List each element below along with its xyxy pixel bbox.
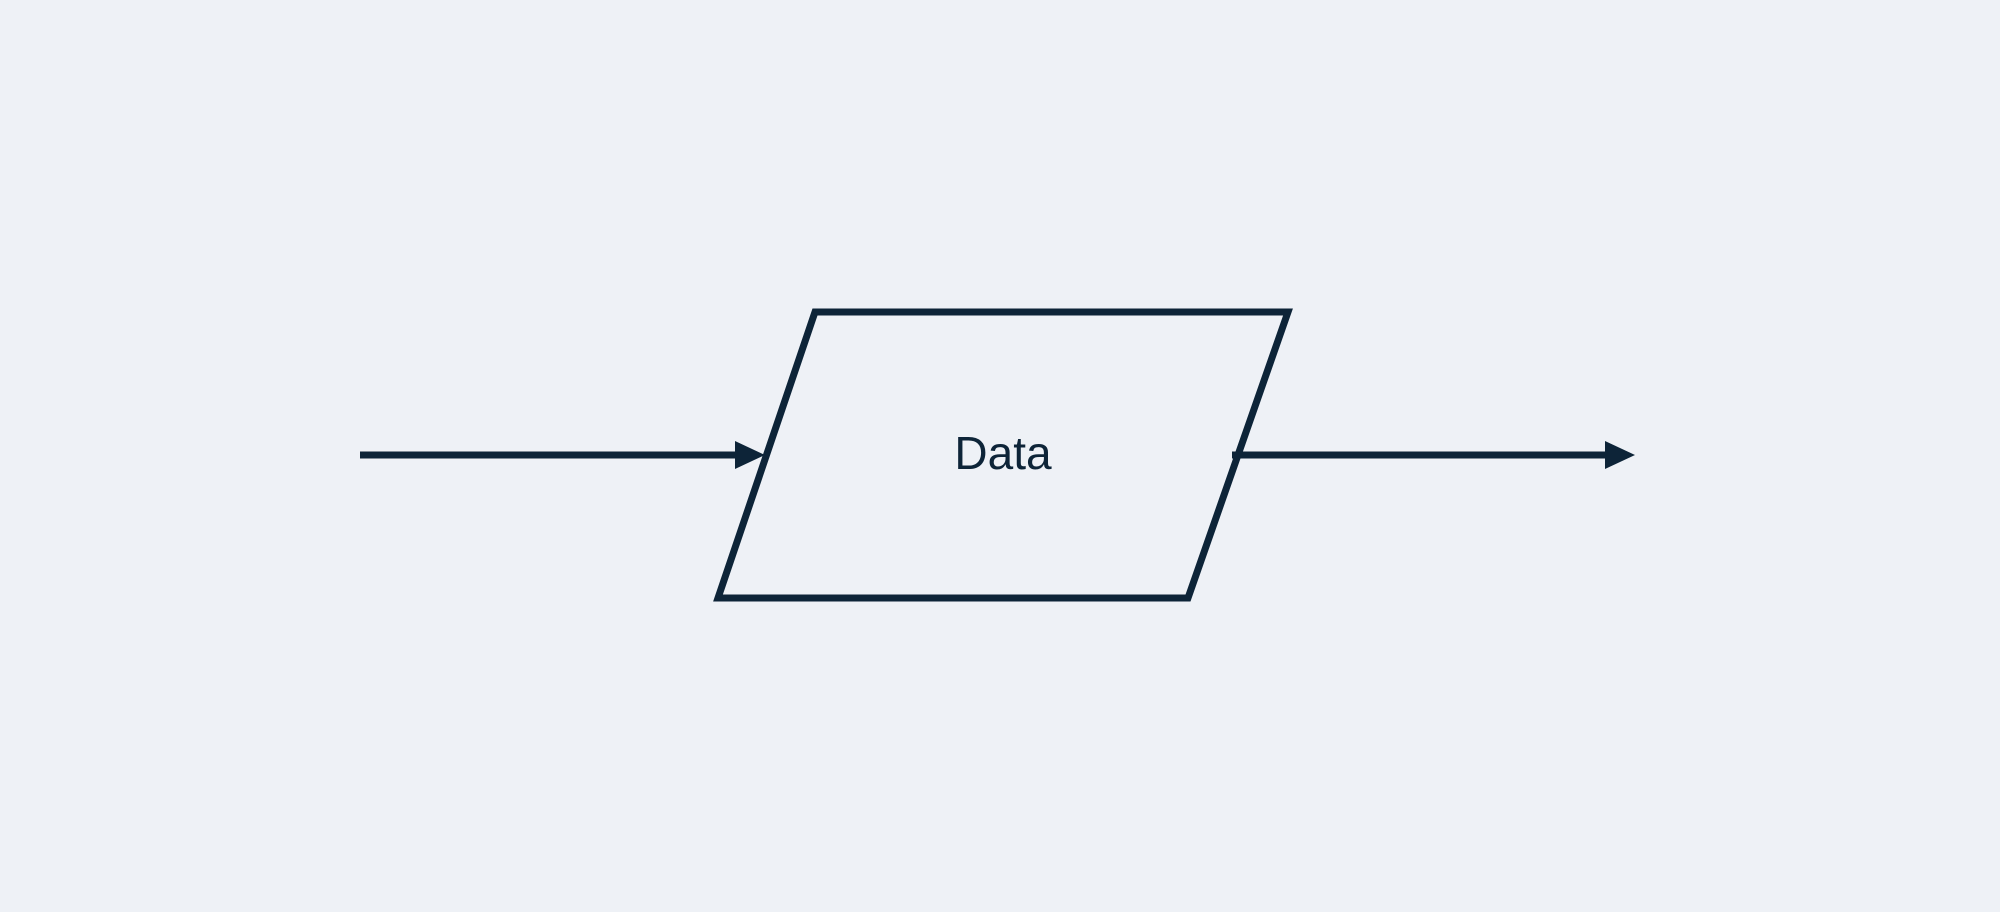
inbound-arrow[interactable] [360,441,765,469]
outbound-arrowhead [1605,441,1635,469]
inbound-arrowhead [735,441,765,469]
data-node-label: Data [954,427,1052,479]
outbound-arrow[interactable] [1232,441,1635,469]
data-node-parallelogram [713,308,1293,602]
data-node[interactable]: Data [713,308,1293,602]
